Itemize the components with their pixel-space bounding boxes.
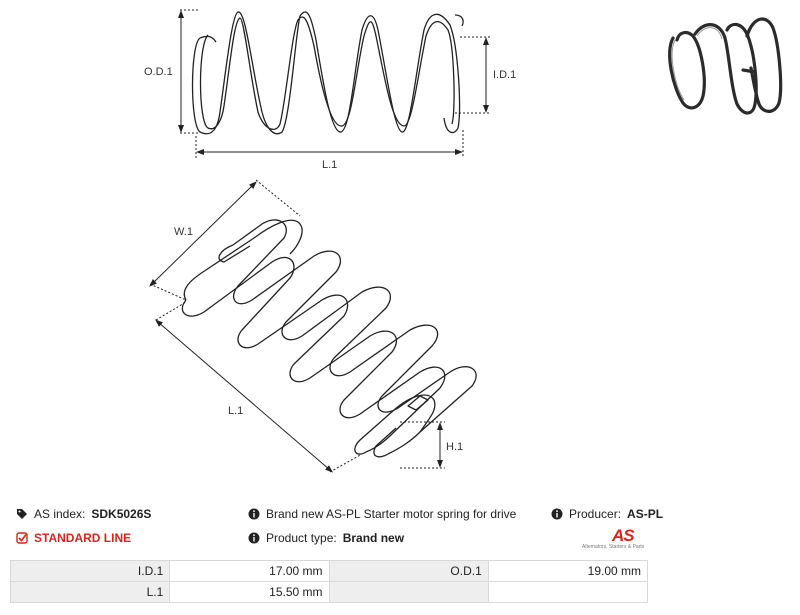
as-index-label: AS index: [34,507,86,521]
table-row: L.1 15.50 mm [9,581,649,603]
producer-row: Producer: AS-PL [551,507,663,521]
bottom-spring-view [181,219,477,458]
product-type-row: Product type: Brand new [248,531,404,545]
product-description: Brand new AS-PL Starter motor spring for… [266,507,517,521]
param-label: I.D.1 [9,560,171,582]
param-label: L.1 [9,581,171,603]
bottom-dimensions [149,179,445,473]
param-value: 15.50 mm [169,581,330,603]
top-length-label: L.1 [322,159,337,171]
checkbox-checked-icon [16,532,28,544]
id-label: I.D.1 [493,69,516,81]
table-row: I.D.1 17.00 mm O.D.1 19.00 mm [9,560,649,582]
info-icon [248,532,260,544]
product-type-value: Brand new [342,531,405,545]
top-dimensions [178,9,490,158]
spring-photo [668,17,783,115]
bottom-length-label: L.1 [228,405,243,417]
parameters-table: I.D.1 17.00 mm O.D.1 19.00 mm L.1 15.50 … [9,560,649,603]
producer-label: Producer: [569,507,622,521]
info-icon [248,508,260,520]
info-icon [551,508,563,520]
product-type-label: Product type: [266,531,337,545]
as-index-value: SDK5026S [91,507,152,521]
logo-text: AS [612,526,635,545]
as-pl-logo: AS Alternators, Starters & Parts [582,526,650,552]
param-value: 19.00 mm [487,560,649,582]
technical-drawing: O.D.1 I.D.1 L.1 W.1 L.1 H.1 [144,9,516,473]
height-label: H.1 [446,441,463,453]
param-value [487,581,649,603]
param-value: 17.00 mm [169,560,330,582]
logo-tagline: Alternators, Starters & Parts [582,544,645,550]
param-label [328,581,489,603]
top-spring-view [191,11,464,135]
od-label: O.D.1 [144,66,173,78]
description-row: Brand new AS-PL Starter motor spring for… [248,507,516,521]
as-index-row: AS index: SDK5026S [16,507,151,521]
standard-line-row: STANDARD LINE [16,531,131,545]
standard-line-label: STANDARD LINE [34,531,132,545]
tag-icon [17,509,27,519]
producer-value: AS-PL [627,507,664,521]
param-label: O.D.1 [328,560,489,582]
width-label: W.1 [174,226,193,238]
